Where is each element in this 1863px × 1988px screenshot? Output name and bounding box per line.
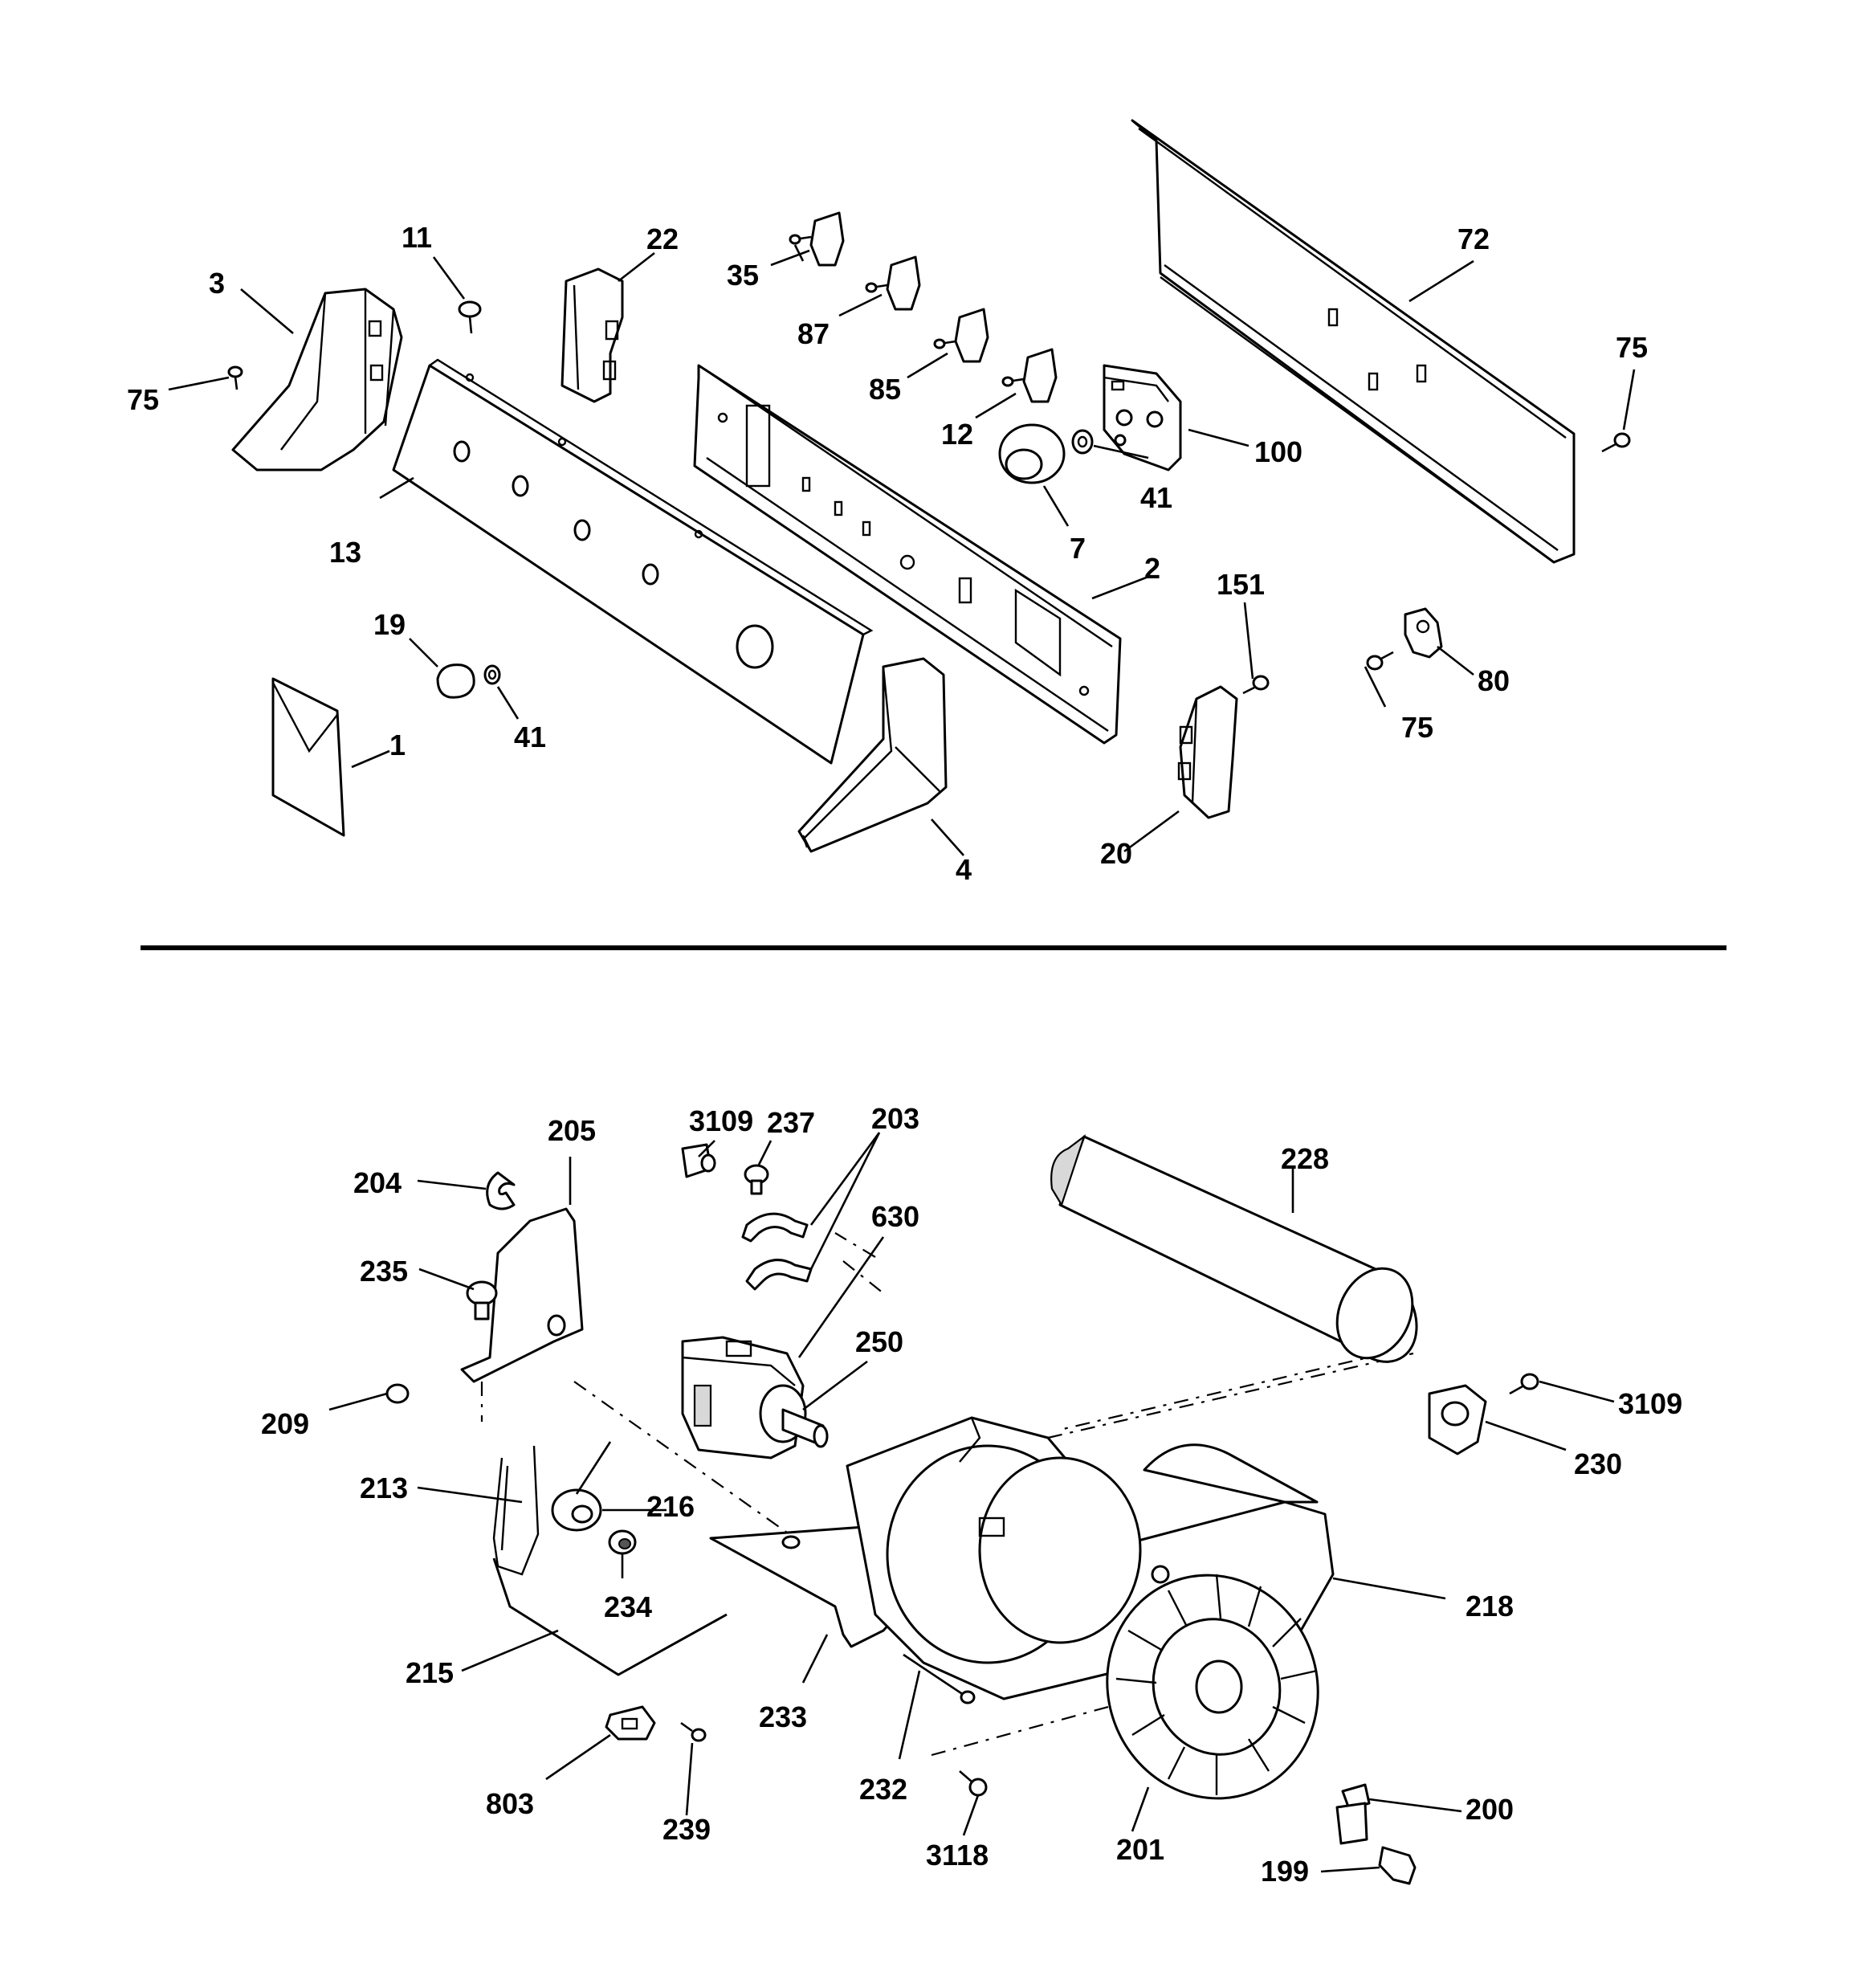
part-12-switch	[1001, 348, 1058, 403]
part-41-spring-right	[1071, 429, 1094, 455]
part-100-timer	[1103, 364, 1182, 471]
part-199-bolt	[1378, 1846, 1417, 1885]
part-3118-screw	[959, 1770, 988, 1797]
part-22-bracket	[561, 267, 624, 403]
part-3109-bulb	[681, 1143, 716, 1178]
label-3109-right: 3109	[1618, 1387, 1682, 1420]
part-3109-screw-right	[1509, 1373, 1539, 1395]
part-203-clip-upper	[741, 1212, 809, 1243]
part-75-screw-left	[227, 365, 243, 390]
label-35: 35	[727, 259, 759, 292]
label-151: 151	[1217, 568, 1265, 601]
label-234: 234	[604, 1590, 652, 1623]
part-80-clip	[1404, 607, 1443, 659]
label-630: 630	[871, 1200, 919, 1233]
label-7: 7	[1070, 532, 1086, 565]
part-20-bracket	[1177, 685, 1238, 819]
label-3109-upper: 3109	[689, 1104, 753, 1137]
part-230-thermostat	[1428, 1384, 1487, 1455]
label-233: 233	[759, 1700, 807, 1733]
label-3: 3	[209, 267, 225, 300]
label-230: 230	[1574, 1447, 1622, 1480]
label-250: 250	[855, 1325, 903, 1358]
label-20: 20	[1100, 837, 1132, 870]
label-19: 19	[373, 608, 406, 641]
part-151-screw	[1242, 675, 1270, 695]
part-35-switch	[789, 211, 845, 267]
label-218: 218	[1466, 1590, 1514, 1623]
label-75-right: 75	[1616, 331, 1648, 364]
part-234-washer	[608, 1529, 637, 1555]
label-11: 11	[402, 221, 432, 254]
label-1: 1	[389, 729, 406, 761]
leader-lines	[168, 244, 1636, 856]
part-213-idler-spring	[492, 1445, 540, 1576]
part-labels: 72 75 3 75 11 22 35 87 85 12 100 41 7 2 …	[127, 221, 1682, 1888]
label-239: 239	[662, 1813, 711, 1846]
label-13: 13	[329, 536, 361, 569]
label-12: 12	[941, 418, 973, 451]
part-19-knob	[436, 663, 475, 699]
part-235-screw	[466, 1280, 498, 1321]
part-203-clip-lower	[745, 1259, 813, 1291]
part-85-switch	[933, 308, 989, 363]
part-87-switch	[865, 255, 921, 311]
label-803: 803	[486, 1787, 534, 1820]
part-13-front-console	[392, 358, 874, 765]
label-200: 200	[1466, 1793, 1514, 1826]
label-41-right: 41	[1140, 481, 1172, 514]
part-75-screw-lower	[1366, 651, 1394, 671]
part-215-wire	[492, 1557, 728, 1676]
label-41-left: 41	[514, 720, 546, 753]
label-216: 216	[646, 1490, 695, 1523]
part-3-left-endcap	[231, 288, 403, 471]
part-209-nut	[385, 1383, 410, 1404]
part-200-clip	[1335, 1783, 1371, 1845]
part-232-rod	[903, 1653, 976, 1704]
label-213: 213	[360, 1472, 408, 1504]
label-72: 72	[1457, 222, 1490, 255]
label-215: 215	[406, 1656, 454, 1689]
label-2: 2	[1144, 552, 1160, 585]
label-199: 199	[1261, 1855, 1309, 1888]
part-4-right-endcap	[797, 657, 948, 853]
label-237: 237	[767, 1106, 815, 1139]
label-204: 204	[353, 1166, 402, 1199]
part-11-screw	[458, 300, 482, 334]
part-228-exhaust-duct	[1050, 1134, 1418, 1363]
assembly-lines	[480, 1232, 1414, 1757]
label-209: 209	[261, 1407, 309, 1440]
label-232: 232	[859, 1773, 907, 1806]
part-204-clip	[486, 1171, 516, 1210]
part-803-connector	[605, 1705, 656, 1741]
label-75-lower: 75	[1401, 711, 1433, 744]
label-87: 87	[797, 317, 830, 350]
label-201: 201	[1116, 1833, 1164, 1866]
part-216-pulley	[551, 1441, 612, 1532]
label-75-left: 75	[127, 383, 159, 416]
part-7-timer-knob	[998, 423, 1066, 484]
label-85: 85	[869, 373, 901, 406]
label-235: 235	[360, 1255, 408, 1288]
label-228: 228	[1281, 1142, 1329, 1175]
part-72-rear-panel	[1131, 119, 1576, 564]
part-239-screw	[680, 1721, 707, 1742]
leader-lines-bottom	[328, 1132, 1615, 1873]
label-22: 22	[646, 222, 679, 255]
part-2-mounting-bracket	[693, 364, 1122, 745]
part-75-screw-right	[1601, 432, 1631, 453]
part-1-literature	[271, 677, 345, 837]
part-201-blower-wheel	[1106, 1574, 1319, 1800]
part-237-screw	[744, 1164, 769, 1195]
part-205-bracket	[460, 1207, 584, 1383]
label-4: 4	[956, 853, 972, 886]
part-41-spring-left	[483, 664, 501, 685]
label-203: 203	[871, 1102, 919, 1135]
label-80: 80	[1478, 664, 1510, 697]
label-100: 100	[1254, 435, 1302, 468]
label-205: 205	[548, 1114, 596, 1147]
part-250-shaft	[759, 1384, 829, 1448]
label-3118: 3118	[926, 1839, 989, 1872]
